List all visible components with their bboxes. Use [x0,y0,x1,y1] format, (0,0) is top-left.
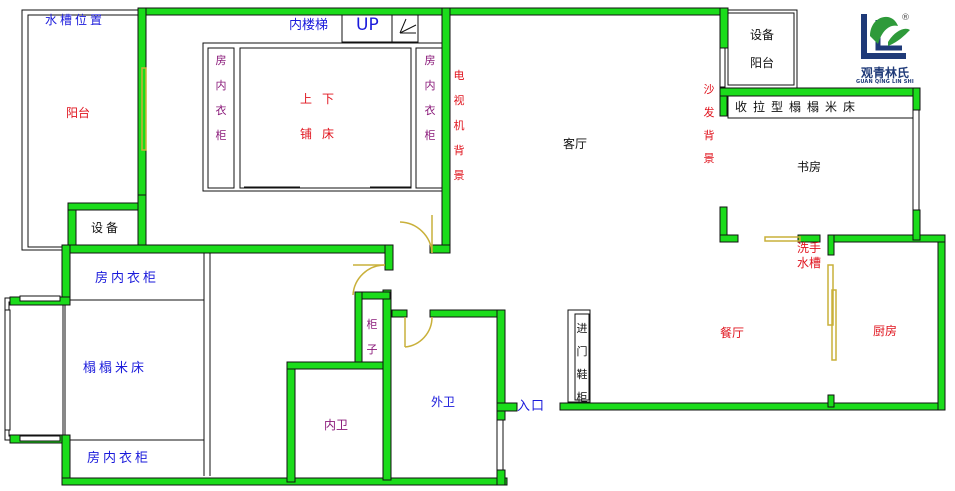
sofa-wall-label: 沙发背景 [703,83,715,165]
study-label: 书房 [797,160,822,174]
logo-subtitle: GUAN QING LIN SHI [856,79,914,85]
wash-basin-line1: 洗手 [797,241,822,255]
outer-bathroom-label: 外卫 [431,395,456,409]
fold-tatami-label: 收拉型榻榻米床 [735,100,862,114]
windows [4,295,61,442]
logo-name: 观青林氏 [860,66,909,80]
tv-wall-label: 电视机背景 [453,69,465,182]
cabinet-label: 柜子 [366,318,378,356]
brand-logo [848,6,920,86]
closet-right-label: 房内衣柜 [424,54,436,142]
tatami-bed-label: 榻榻米床 [83,361,148,376]
closet-left-label: 房内衣柜 [215,54,227,142]
balcony-label: 阳台 [66,106,91,120]
living-room-label: 客厅 [563,137,588,151]
equipment-balcony-line2: 阳台 [750,56,775,70]
water-tank-location-label: 水槽位置 [45,13,106,27]
bunk-bed-line2: 铺床 [300,127,345,141]
kitchen-label: 厨房 [873,324,898,338]
logo-mark-icon [861,14,910,59]
equipment-label: 设备 [91,221,122,235]
bunk-bed-line1: 上下 [300,92,345,106]
closet-bottom-label: 房内衣柜 [87,451,152,466]
doors [141,67,837,361]
shoe-cabinet-label: 进门鞋柜 [576,322,588,404]
registered-mark: ® [901,13,910,23]
dining-room-label: 餐厅 [720,326,745,340]
inner-bathroom-label: 内卫 [324,418,349,432]
wash-basin-line2: 水槽 [797,256,822,270]
closet-top-label: 房内衣柜 [95,271,160,286]
up-label: UP [356,15,379,35]
entrance-label: 入口 [517,399,546,414]
inner-stairs-label: 内楼梯 [289,18,329,33]
equipment-balcony-line1: 设备 [750,28,775,42]
